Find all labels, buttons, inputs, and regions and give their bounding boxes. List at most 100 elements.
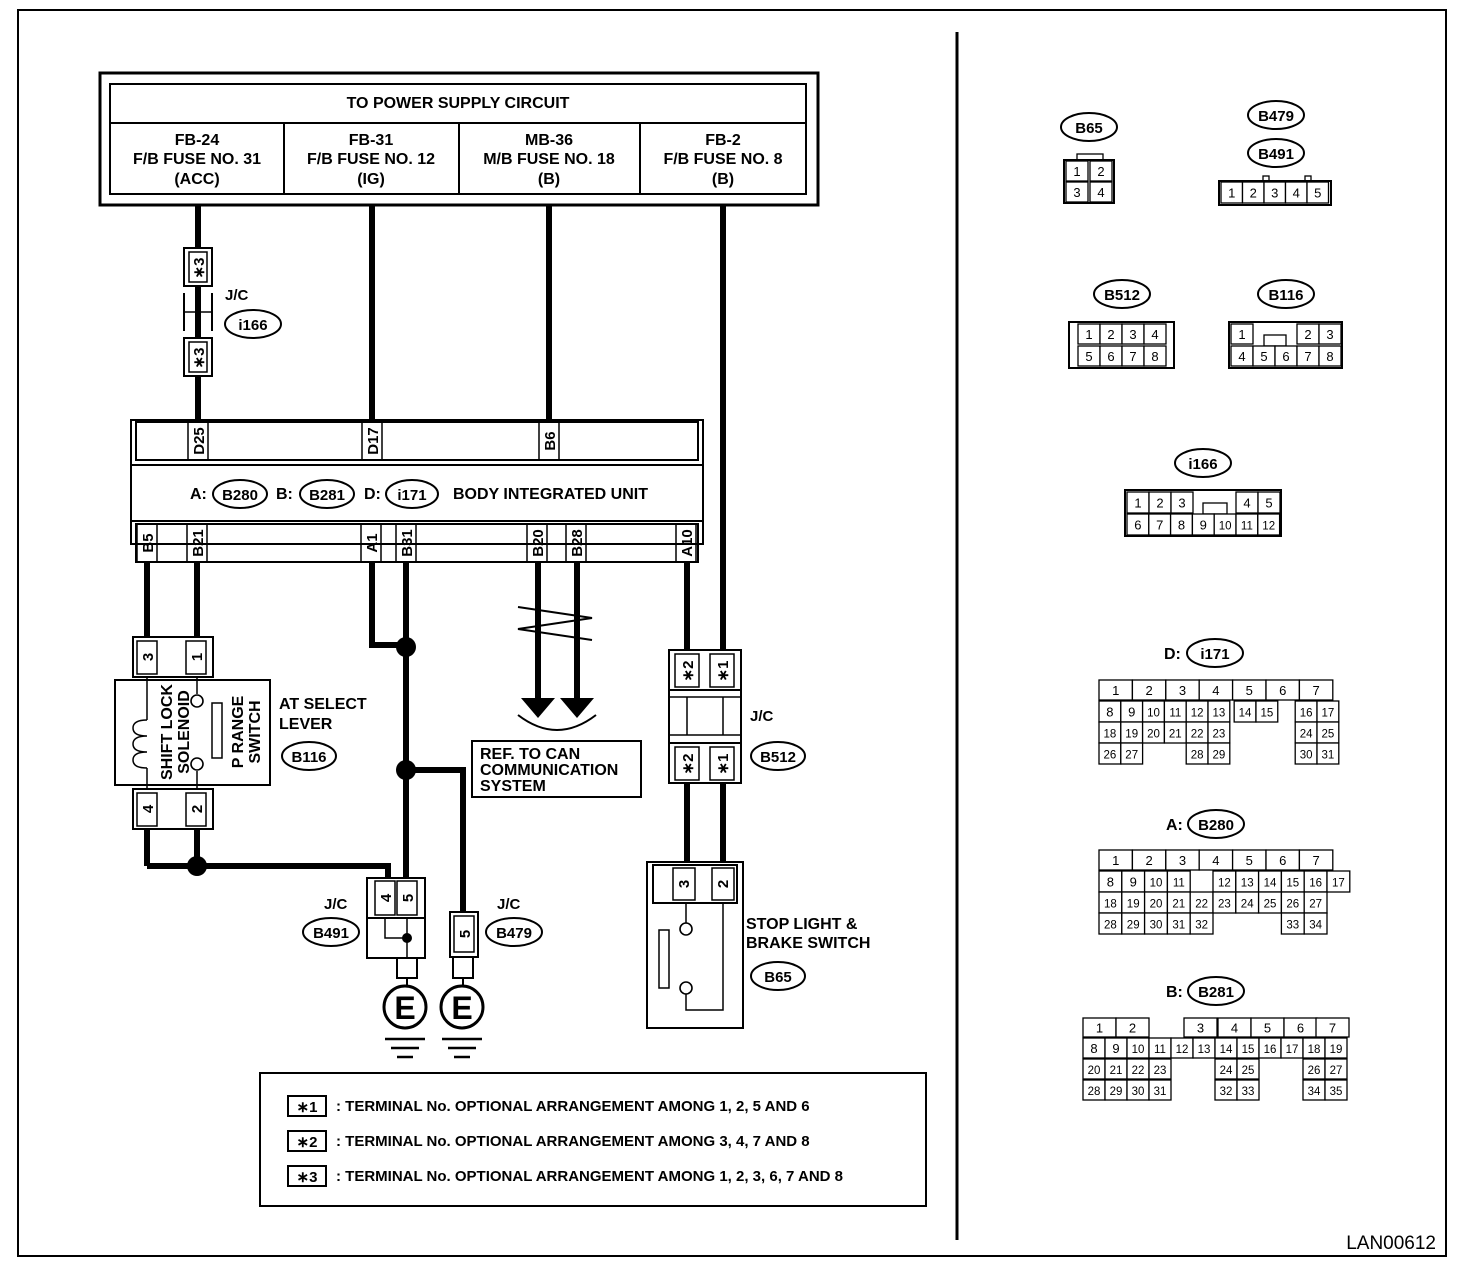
biu-prefix-b: B:	[276, 486, 293, 503]
cv-b65-pin: 3	[1073, 185, 1080, 200]
cv-i166-cell	[1170, 491, 1194, 514]
power-supply-title: TO POWER SUPPLY CIRCUIT	[347, 95, 570, 112]
cv-i171-pin: 23	[1213, 729, 1226, 741]
cv-b281-pin: 33	[1242, 1086, 1255, 1098]
cv-b280-cell	[1189, 912, 1214, 935]
svg-text:F/B FUSE NO. 31: F/B FUSE NO. 31	[133, 151, 261, 168]
svg-text:(ACC): (ACC)	[174, 171, 219, 188]
cv-b281-pin: 23	[1154, 1065, 1167, 1077]
ground-symbol-b479: E	[439, 984, 485, 1059]
cv-b281-cell	[1183, 1017, 1218, 1038]
body-integrated-unit: D25 D17 B6 B5 B21 A1 B31 B20 B28 A10 A: …	[130, 419, 704, 563]
svg-text:F/B FUSE NO. 8: F/B FUSE NO. 8	[663, 151, 782, 168]
ground-symbol-b491: E	[382, 984, 428, 1059]
cv-b281-cell	[1148, 1058, 1172, 1080]
stop-light-switch: 3 2 STOP LIGHT & BRAKE SWITCH B65	[646, 861, 870, 1029]
cv-b281-pin: 21	[1110, 1065, 1123, 1077]
cv-b281-pin: 20	[1088, 1065, 1101, 1077]
fuse-fb2: FB-2 F/B FUSE NO. 8 (B)	[663, 132, 782, 188]
cv-b281-cell	[1236, 1079, 1260, 1101]
cv-i166-pin: 1	[1134, 496, 1141, 511]
cv-b280-pin: 33	[1286, 920, 1299, 932]
cv-b280-pin: 14	[1264, 878, 1277, 890]
cv-i171-name: i171	[1200, 646, 1229, 663]
cv-b281-prefix: B:	[1166, 984, 1183, 1001]
note-3-text: : TERMINAL No. OPTIONAL ARRANGEMENT AMON…	[336, 1168, 843, 1185]
cv-b116-pin: 4	[1238, 349, 1245, 364]
biu-terminal-b28: B28	[569, 529, 586, 557]
cv-b281-cell	[1324, 1037, 1348, 1059]
cv-i166-pin: 4	[1243, 496, 1250, 511]
cv-b281-pin: 22	[1132, 1065, 1145, 1077]
cv-b116-pin: 3	[1326, 327, 1333, 342]
cv-b65-cell	[1089, 181, 1113, 203]
biu-terminal-b31: B31	[399, 529, 416, 557]
cv-b281-pin: 34	[1308, 1086, 1321, 1098]
cv-i166-pin: 7	[1156, 518, 1163, 533]
cv-i171-pin: 2	[1145, 683, 1152, 698]
cv-b281-pin: 25	[1242, 1065, 1255, 1077]
cv-b280-pin: 10	[1150, 878, 1163, 890]
svg-text:F/B FUSE NO. 12: F/B FUSE NO. 12	[307, 151, 435, 168]
cv-b280-pin: 24	[1241, 899, 1254, 911]
cv-i171-pin: 28	[1191, 750, 1204, 762]
cv-b479-pin: 2	[1250, 186, 1257, 201]
jc-i166-pin-bottom: ∗3	[191, 348, 208, 369]
cv-b280-pin: 4	[1212, 853, 1219, 868]
cv-b512-pin: 7	[1129, 349, 1136, 364]
cv-b65-pin: 4	[1097, 185, 1104, 200]
cv-i171-pin: 31	[1322, 750, 1335, 762]
b65-pin-2: 2	[715, 880, 732, 888]
cv-i166-pin: 10	[1219, 521, 1232, 533]
cv-b281-pin: 15	[1242, 1044, 1255, 1056]
cv-b280-pin: 13	[1241, 878, 1254, 890]
svg-text:FB-2: FB-2	[705, 132, 741, 149]
b491-pin-5: 5	[400, 894, 417, 902]
biu-title: BODY INTEGRATED UNIT	[453, 486, 648, 503]
lever-label: LEVER	[279, 716, 333, 733]
cv-b491-name: B491	[1258, 146, 1294, 163]
svg-text:REF. TO CAN: REF. TO CAN	[480, 746, 580, 763]
cv-i171-cell	[1120, 742, 1144, 765]
cv-b281-pin: 28	[1088, 1086, 1101, 1098]
cv-i166-cell	[1257, 513, 1281, 536]
cv-i171-pin: 16	[1300, 708, 1313, 720]
biu-prefix-d: D:	[364, 486, 381, 503]
cv-b280-pin: 19	[1127, 899, 1140, 911]
cv-b280-pin: 20	[1150, 899, 1163, 911]
cv-b281-cell	[1236, 1058, 1260, 1080]
cv-b280-pin: 26	[1286, 899, 1299, 911]
biu-terminal-b6: B6	[542, 431, 559, 450]
cv-i171-prefix: D:	[1164, 646, 1181, 663]
b491-connector: B491	[313, 925, 349, 942]
cv-i171-pin: 1	[1112, 683, 1119, 698]
cv-i171-pin: 21	[1169, 729, 1182, 741]
cv-b281-pin: 8	[1090, 1041, 1097, 1056]
jc-b491: 4 5 J/C B491	[302, 877, 426, 986]
b491-pin-4: 4	[378, 893, 395, 902]
cv-b281-cell	[1324, 1058, 1348, 1080]
fuse-mb36: MB-36 M/B FUSE NO. 18 (B)	[483, 132, 615, 188]
cv-i166-pin: 8	[1178, 518, 1185, 533]
cv-b512-cell	[1143, 345, 1167, 367]
b512-pin-1-top: ∗1	[715, 661, 732, 682]
cv-i171-cell	[1316, 742, 1340, 765]
biu-connector-d: i171	[397, 487, 426, 504]
cv-b280-pin: 16	[1309, 878, 1322, 890]
cv-b281-pin: 2	[1129, 1021, 1136, 1036]
cv-b281-pin: 13	[1198, 1044, 1211, 1056]
cv-b512-pin: 4	[1151, 327, 1158, 342]
cv-i171-pin: 14	[1239, 708, 1252, 720]
cv-b281-pin: 5	[1264, 1021, 1271, 1036]
cv-b281-cell	[1324, 1079, 1348, 1101]
cv-i171-pin: 4	[1212, 683, 1219, 698]
cv-b512-pin: 5	[1085, 349, 1092, 364]
note-3-key: ∗3	[297, 1169, 318, 1186]
b479-connector: B479	[496, 925, 532, 942]
biu-terminal-a10: A10	[679, 529, 696, 557]
cv-b280-pin: 12	[1218, 878, 1231, 890]
cv-i166-pin: 11	[1241, 521, 1253, 533]
cv-i171-pin: 8	[1106, 705, 1113, 720]
cv-b280-pin: 6	[1279, 853, 1286, 868]
cv-b280-pin: 5	[1246, 853, 1253, 868]
